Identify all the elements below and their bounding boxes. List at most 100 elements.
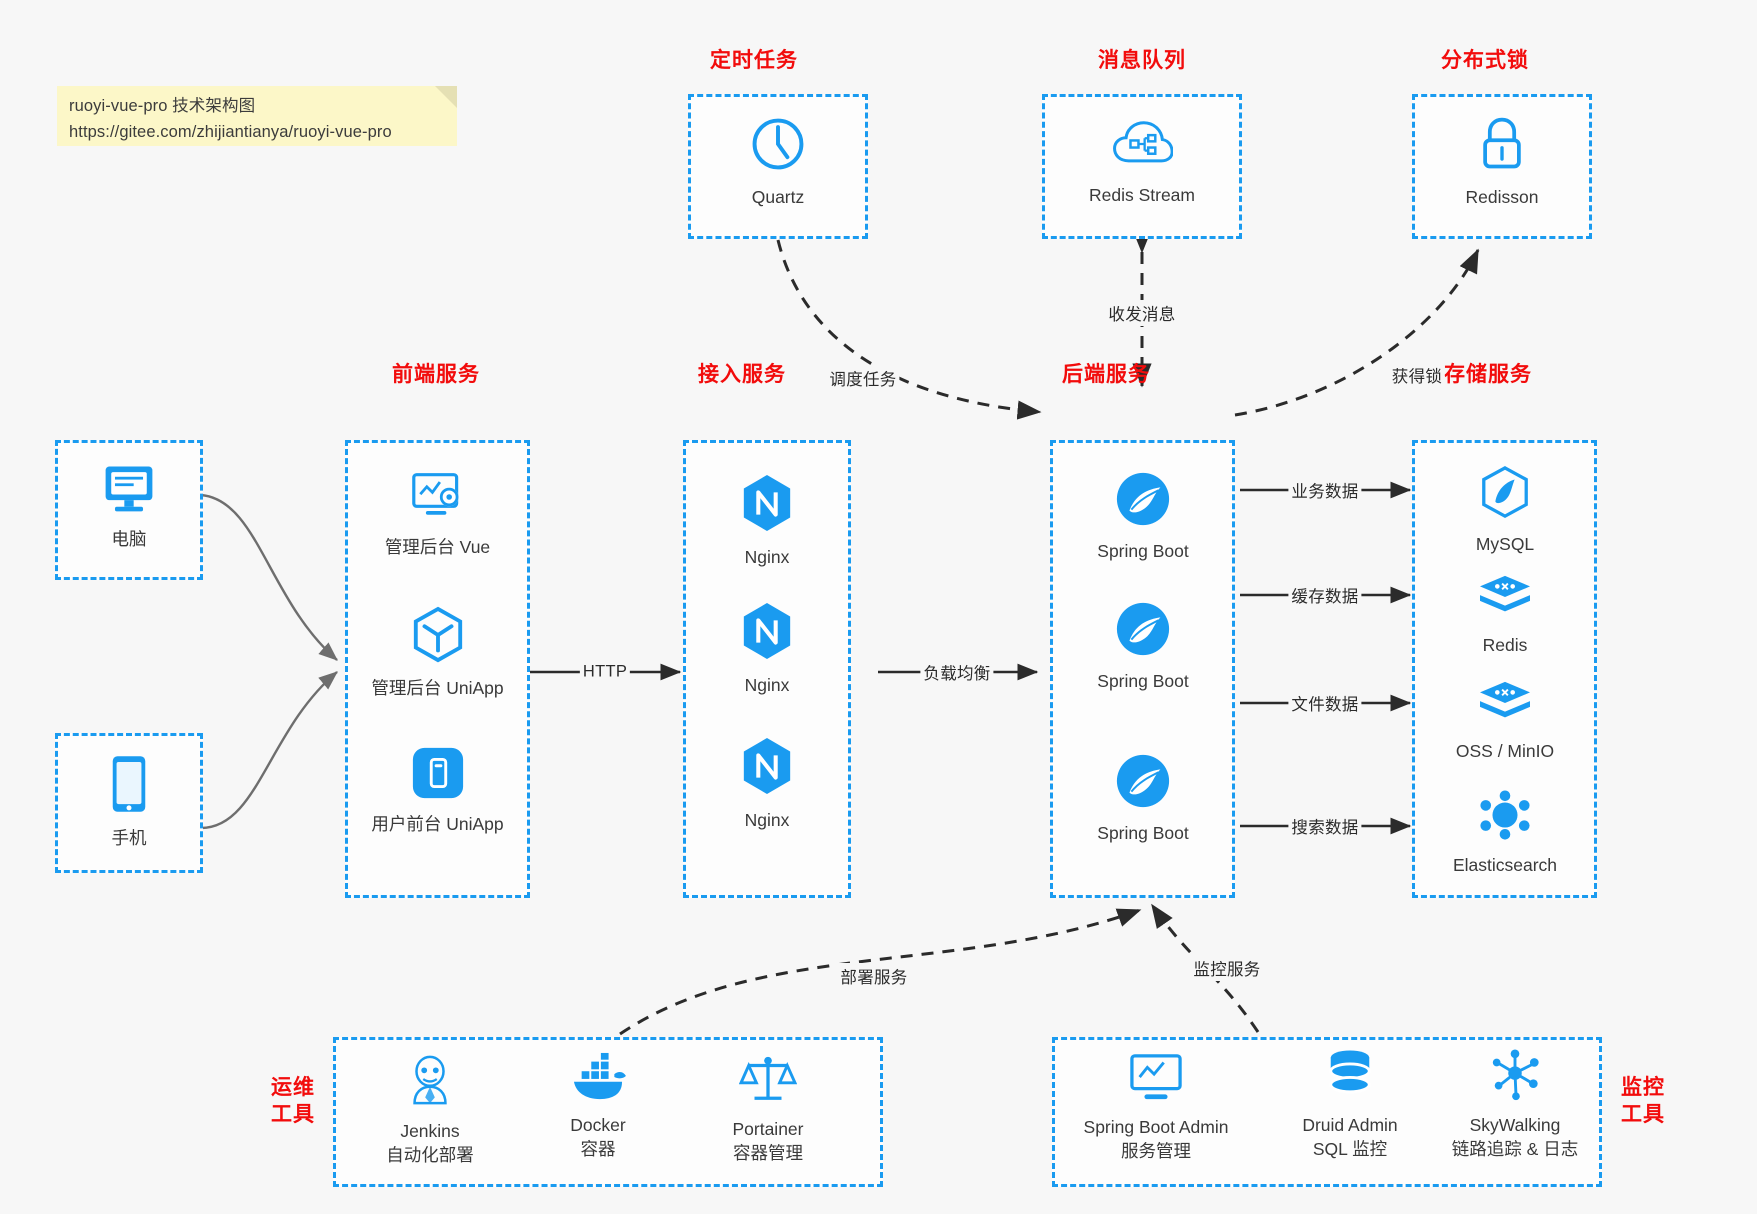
redis-icon: [1477, 572, 1533, 627]
node-nginx-3[interactable]: Nginx: [697, 735, 837, 833]
node-redis-stream[interactable]: Redis Stream: [1062, 116, 1222, 208]
monitor-screen-icon: [1127, 1052, 1185, 1109]
node-label: Spring Boot: [1097, 671, 1189, 691]
edge-label-send-receive-message: 收发消息: [1105, 300, 1179, 326]
group-title-storage: 存储服务: [1444, 363, 1532, 386]
node-nginx-1[interactable]: Nginx: [697, 472, 837, 570]
elasticsearch-icon: [1478, 790, 1532, 847]
node-redisson[interactable]: Redisson: [1432, 114, 1572, 210]
edge-pc-frontend: [200, 493, 338, 661]
node-label: Jenkins: [400, 1121, 460, 1141]
app-icon: [410, 745, 466, 806]
nginx-icon: [739, 600, 795, 667]
node-label: Nginx: [744, 547, 790, 567]
node-label: Spring Boot: [1097, 541, 1189, 561]
edge-label-deploy-service: 部署服务: [837, 963, 911, 989]
group-title-monitor: 监控 工具: [1608, 1075, 1678, 1129]
node-docker[interactable]: Docker 容器: [518, 1052, 678, 1161]
spring-icon: [1114, 752, 1172, 815]
nginx-icon: [739, 735, 795, 802]
node-label: Spring Boot: [1097, 823, 1189, 843]
node-spring-boot-admin[interactable]: Spring Boot Admin 服务管理: [1066, 1052, 1246, 1163]
node-sublabel: 容器: [580, 1138, 616, 1159]
oss-icon: [1477, 678, 1533, 733]
edge-backend-lock: [1234, 248, 1480, 417]
node-mysql[interactable]: MySQL: [1425, 465, 1585, 557]
group-title-devops-line1: 运维: [271, 1076, 315, 1099]
note-url: https://gitee.com/zhijiantianya/ruoyi-vu…: [69, 122, 392, 141]
group-box-frontend: [345, 440, 530, 898]
node-mobile[interactable]: 手机: [75, 753, 183, 851]
node-label: Docker: [570, 1115, 626, 1135]
edge-label-acquire-lock: 获得锁: [1388, 362, 1446, 388]
node-label: Nginx: [744, 675, 790, 695]
group-title-devops: 运维 工具: [258, 1075, 328, 1129]
desktop-icon: [100, 460, 158, 521]
node-skywalking[interactable]: SkyWalking 链路追踪 & 日志: [1425, 1048, 1605, 1161]
node-label: 手机: [111, 828, 147, 848]
edge-label-schedule-task: 调度任务: [826, 365, 900, 391]
node-label: Redis Stream: [1088, 185, 1195, 205]
clock-icon: [748, 114, 808, 179]
node-spring-boot-3[interactable]: Spring Boot: [1063, 752, 1223, 846]
note-title: ruoyi-vue-pro 技术架构图: [69, 97, 256, 115]
node-label: Portainer: [732, 1119, 804, 1139]
edge-label-cache-data: 缓存数据: [1288, 582, 1362, 608]
edge-label-business-data: 业务数据: [1288, 477, 1362, 503]
spring-icon: [1114, 600, 1172, 663]
nginx-icon: [739, 472, 795, 539]
cube-icon: [410, 605, 466, 670]
node-redis[interactable]: Redis: [1425, 572, 1585, 658]
edge-mobile-frontend: [200, 671, 338, 830]
node-admin-uniapp[interactable]: 管理后台 UniApp: [355, 605, 520, 701]
node-label: 用户前台 UniApp: [371, 814, 504, 834]
node-label: Spring Boot Admin: [1083, 1117, 1229, 1137]
node-elasticsearch[interactable]: Elasticsearch: [1425, 790, 1585, 878]
group-title-frontend: 前端服务: [392, 363, 480, 386]
node-label: Elasticsearch: [1452, 855, 1558, 875]
node-label: OSS / MinIO: [1455, 741, 1555, 761]
node-sublabel: 链路追踪 & 日志: [1451, 1138, 1579, 1159]
edge-label-search-data: 搜索数据: [1288, 813, 1362, 839]
dashboard-gear-icon: [409, 470, 467, 529]
node-label: Redis: [1482, 635, 1528, 655]
lock-icon: [1473, 114, 1531, 179]
node-label: MySQL: [1475, 534, 1535, 554]
node-druid-admin[interactable]: Druid Admin SQL 监控: [1270, 1048, 1430, 1161]
note-fold-corner: [435, 86, 457, 108]
group-title-scheduler: 定时任务: [710, 49, 798, 72]
database-icon: [1324, 1048, 1376, 1107]
edge-label-file-data: 文件数据: [1288, 690, 1362, 716]
node-portainer[interactable]: Portainer 容器管理: [688, 1052, 848, 1165]
node-label: SkyWalking: [1469, 1115, 1561, 1135]
node-pc[interactable]: 电脑: [75, 460, 183, 552]
node-nginx-2[interactable]: Nginx: [697, 600, 837, 698]
node-oss-minio[interactable]: OSS / MinIO: [1425, 678, 1585, 764]
docker-icon: [568, 1052, 628, 1107]
node-label: Redisson: [1465, 187, 1539, 207]
node-label: 管理后台 UniApp: [371, 678, 504, 698]
node-jenkins[interactable]: Jenkins 自动化部署: [350, 1052, 510, 1167]
group-title-devops-line2: 工具: [271, 1102, 315, 1126]
node-label: 管理后台 Vue: [384, 537, 491, 557]
mobile-icon: [107, 753, 151, 820]
edge-label-load-balance: 负载均衡: [920, 659, 994, 685]
node-spring-boot-1[interactable]: Spring Boot: [1063, 470, 1223, 564]
edge-label-http: HTTP: [579, 661, 631, 683]
edge-label-monitor-service: 监控服务: [1190, 955, 1264, 981]
diagram-note: ruoyi-vue-pro 技术架构图 https://gitee.com/zh…: [57, 86, 457, 146]
node-sublabel: 容器管理: [733, 1142, 803, 1163]
group-title-monitor-line1: 监控: [1621, 1076, 1665, 1099]
node-sublabel: SQL 监控: [1312, 1138, 1388, 1159]
node-quartz[interactable]: Quartz: [708, 114, 848, 210]
node-admin-vue[interactable]: 管理后台 Vue: [355, 470, 520, 560]
node-sublabel: 自动化部署: [386, 1144, 474, 1165]
node-user-uniapp[interactable]: 用户前台 UniApp: [355, 745, 520, 837]
node-label: Quartz: [751, 187, 805, 207]
jenkins-icon: [402, 1052, 458, 1113]
node-spring-boot-2[interactable]: Spring Boot: [1063, 600, 1223, 694]
group-title-lock: 分布式锁: [1441, 49, 1529, 72]
group-title-backend: 后端服务: [1062, 363, 1150, 386]
skywalking-icon: [1487, 1048, 1543, 1107]
